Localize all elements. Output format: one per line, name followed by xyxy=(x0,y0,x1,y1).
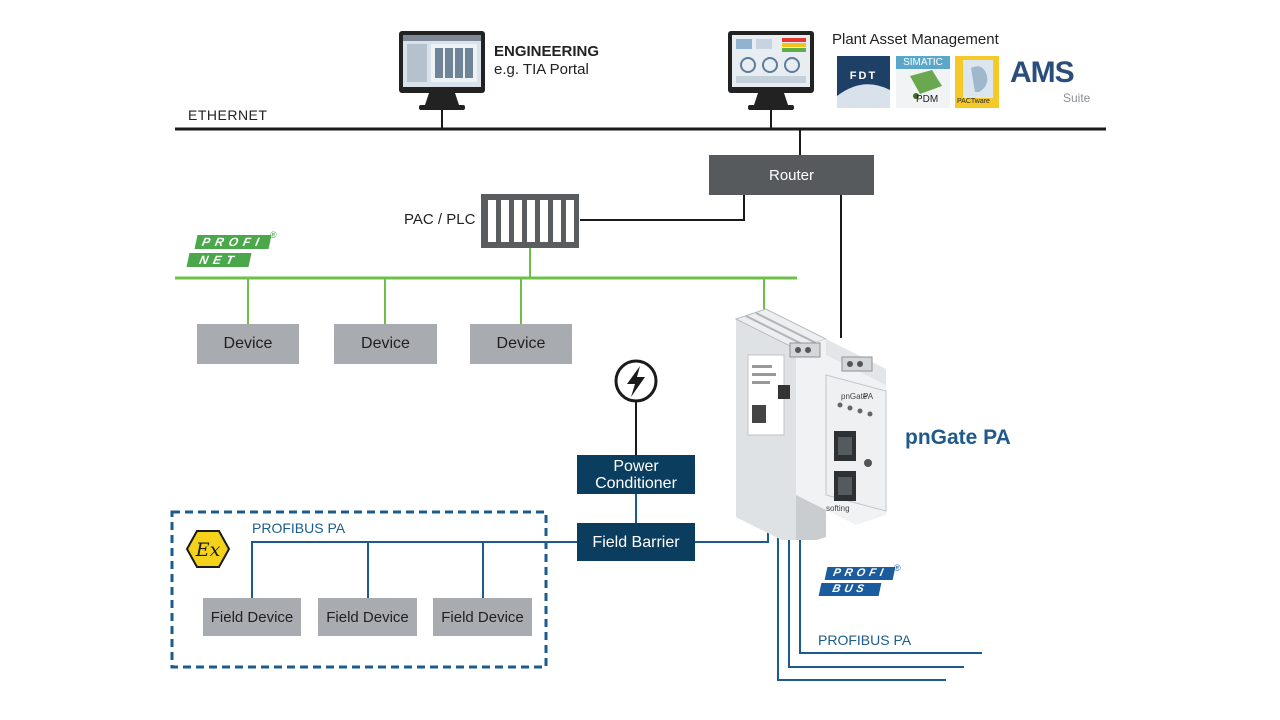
profibus-registered-icon: ® xyxy=(894,563,901,573)
power-conditioner-line1: Power xyxy=(613,457,659,475)
pa-out-1 xyxy=(777,500,946,681)
profibus-pa-zone-label: PROFIBUS PA xyxy=(252,520,346,536)
field-device-box-3: Field Device xyxy=(433,598,532,636)
fdt-logo-text: FDT xyxy=(849,70,878,82)
device-pa-text: PA xyxy=(863,392,874,401)
device-brand-text: softing xyxy=(826,504,850,513)
engineering-monitor-icon xyxy=(399,31,485,110)
ex-symbol-text: Ex xyxy=(195,539,221,561)
field-device-box-1: Field Device xyxy=(203,598,301,636)
pdm-text: PDM xyxy=(916,94,939,105)
fdt-logo: FDT xyxy=(837,56,890,108)
ex-zone-border xyxy=(170,510,548,669)
profibus-logo: PROFI BUS ® xyxy=(818,563,903,601)
ams-logo-text: AMS xyxy=(1010,56,1075,89)
profinet-logo: PROFI NET ® xyxy=(186,230,281,272)
engineering-subtitle: e.g. TIA Portal xyxy=(494,61,589,78)
pactware-head-icon xyxy=(963,60,993,98)
field-device-box-2: Field Device xyxy=(318,598,417,636)
engineering-title: ENGINEERING xyxy=(494,43,600,60)
profinet-bottom-text: NET xyxy=(186,253,252,267)
power-bolt-icon xyxy=(614,359,658,403)
simatic-pdm-logo: SIMATIC PDM xyxy=(896,56,950,108)
ams-suite-text: Suite xyxy=(1063,91,1091,105)
pam-monitor-icon xyxy=(728,31,814,110)
pngate-device-image xyxy=(734,308,887,540)
profibus-bottom-text: BUS xyxy=(818,583,882,596)
plc-label: PAC / PLC xyxy=(404,211,476,228)
power-conditioner-box: Power Conditioner xyxy=(577,455,695,494)
pactware-text: PACTware xyxy=(957,98,990,105)
ex-hazard-icon: Ex xyxy=(186,530,230,568)
simatic-text: SIMATIC xyxy=(896,56,950,69)
plc-rack-icon xyxy=(481,194,579,248)
field-barrier-box: Field Barrier xyxy=(577,523,695,561)
ethernet-label: ETHERNET xyxy=(188,107,268,123)
device-model-text: pnGate xyxy=(841,392,868,401)
pam-title: Plant Asset Management xyxy=(832,31,999,48)
router-box: Router xyxy=(709,155,874,195)
gateway-label: pnGate PA xyxy=(905,426,1011,449)
device-box-2: Device xyxy=(334,324,437,364)
pa-out-2 xyxy=(788,508,964,668)
device-box-1: Device xyxy=(197,324,299,364)
simatic-chip-icon xyxy=(910,70,942,99)
router-plc-link xyxy=(580,194,745,221)
fdt-swoosh-icon xyxy=(837,84,890,108)
profibus-pa-out-label: PROFIBUS PA xyxy=(818,632,912,648)
profinet-top-text: PROFI xyxy=(194,235,272,249)
pa-out-3 xyxy=(799,515,982,654)
power-conditioner-line2: Conditioner xyxy=(595,474,677,492)
pactware-logo: PACTware xyxy=(955,56,999,108)
profinet-registered-icon: ® xyxy=(270,230,277,240)
profibus-top-text: PROFI xyxy=(824,567,896,580)
zone-bus xyxy=(251,541,577,598)
device-box-3: Device xyxy=(470,324,572,364)
